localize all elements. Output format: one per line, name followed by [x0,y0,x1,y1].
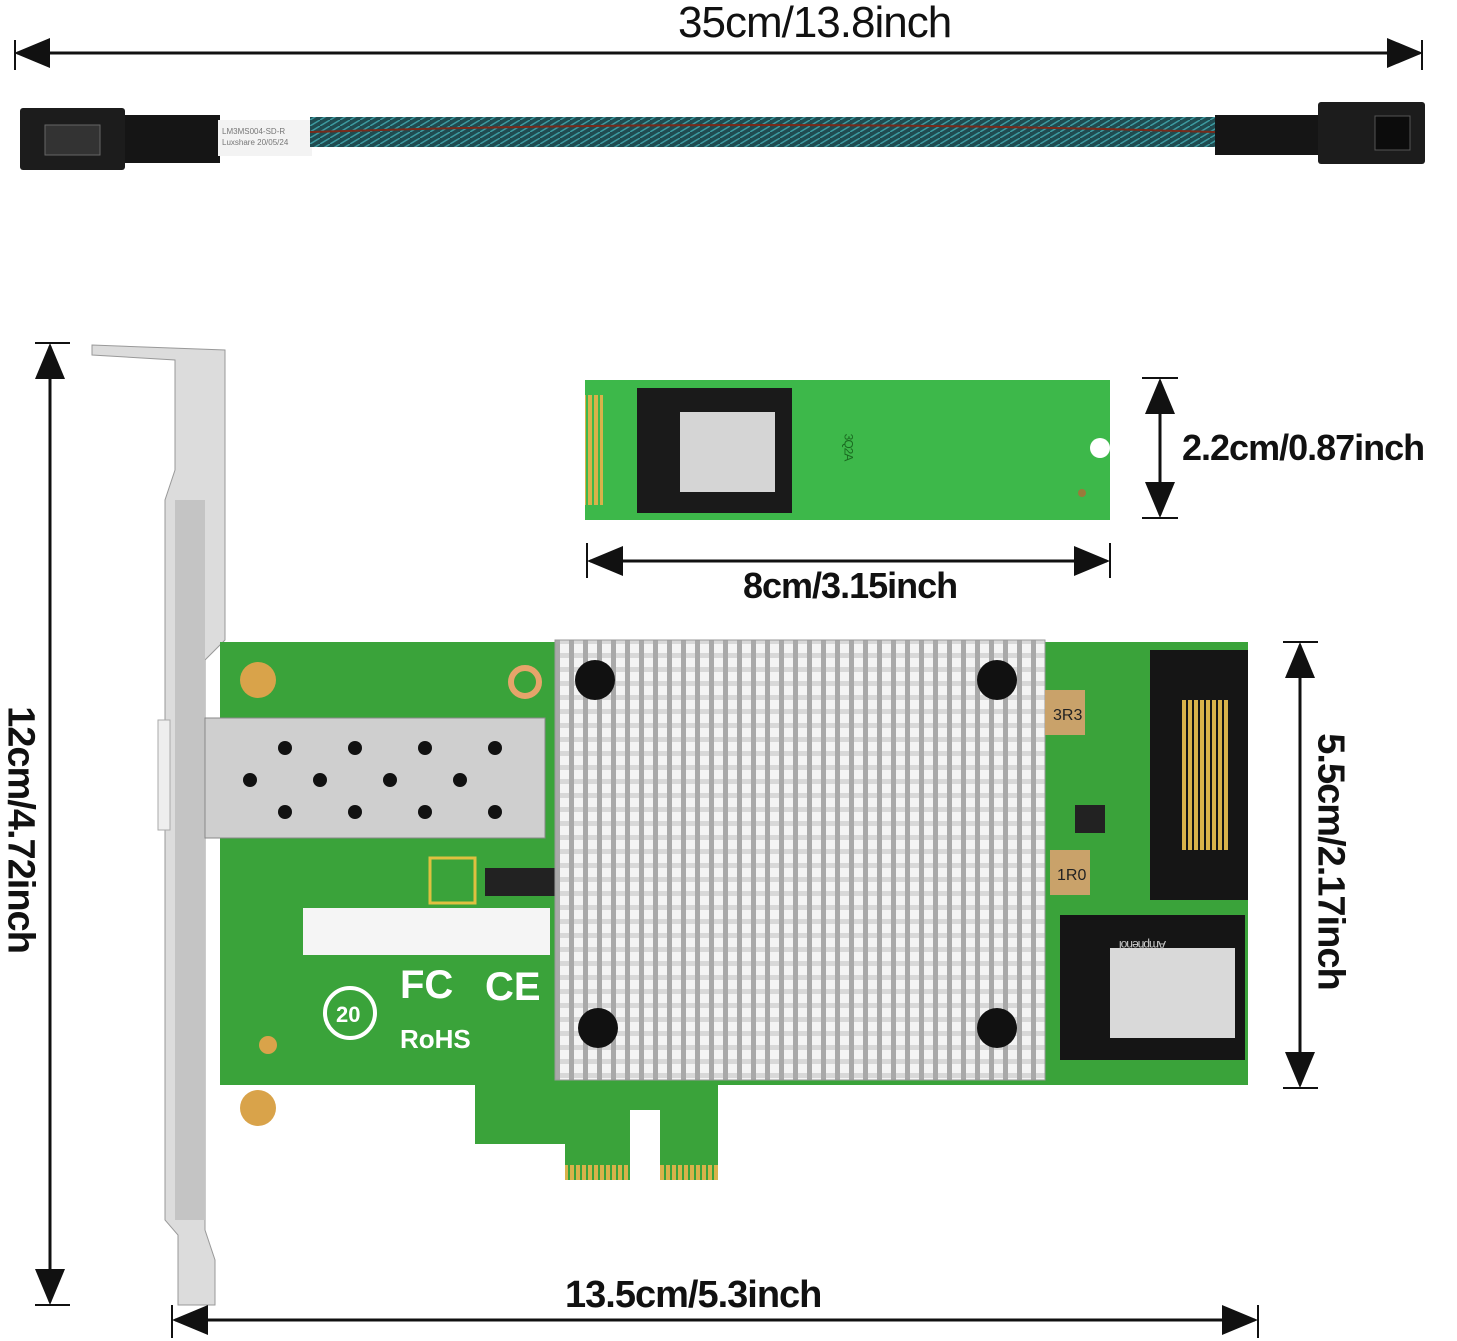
m2-length-label: 8cm/3.15inch [743,565,958,606]
inductor-3r3-text: 3R3 [1053,707,1082,724]
eco-years-logo [323,986,377,1040]
inductor-1r0-text: 1R0 [1057,867,1086,884]
card-height-label: 5.5cm/2.17inch [1309,733,1352,990]
rohs-logo: RoHS [400,1024,471,1054]
network-card-pcb [204,639,1248,1182]
connector-brand-text: Amphenol [1120,938,1167,952]
m2-height-dimension-line [1142,377,1178,519]
cable-length-dimension-line [14,38,1423,70]
pcie-bracket [91,344,226,1306]
card-length-dimension-line [171,1305,1259,1338]
m2-length-dimension-line [586,543,1111,578]
cable-length-label: 35cm/13.8inch [678,0,952,47]
ce-logo: CE [485,965,541,1009]
cable-label: LM3MS004-SD-R Luxshare 20/05/24 [222,126,288,148]
bracket-height-label: 12cm/4.72inch [0,706,42,953]
card-length-label: 13.5cm/5.3inch [565,1274,822,1316]
bracket-height-dimension-line [35,342,70,1306]
eco-years-text: 20 [336,1002,360,1027]
m2-adapter-board [585,380,1110,520]
cable-label-model: LM3MS004-SD-R [222,127,286,136]
sas-cable [20,102,1425,170]
fcc-logo: FC [400,963,453,1007]
cable-label-date: Luxshare 20/05/24 [222,138,289,147]
card-height-dimension-line [1283,641,1318,1089]
m2-silkscreen-text: 3Q2A [841,433,856,461]
m2-height-label: 2.2cm/0.87inch [1182,427,1425,468]
heatsink-push-pins [575,660,1017,1048]
